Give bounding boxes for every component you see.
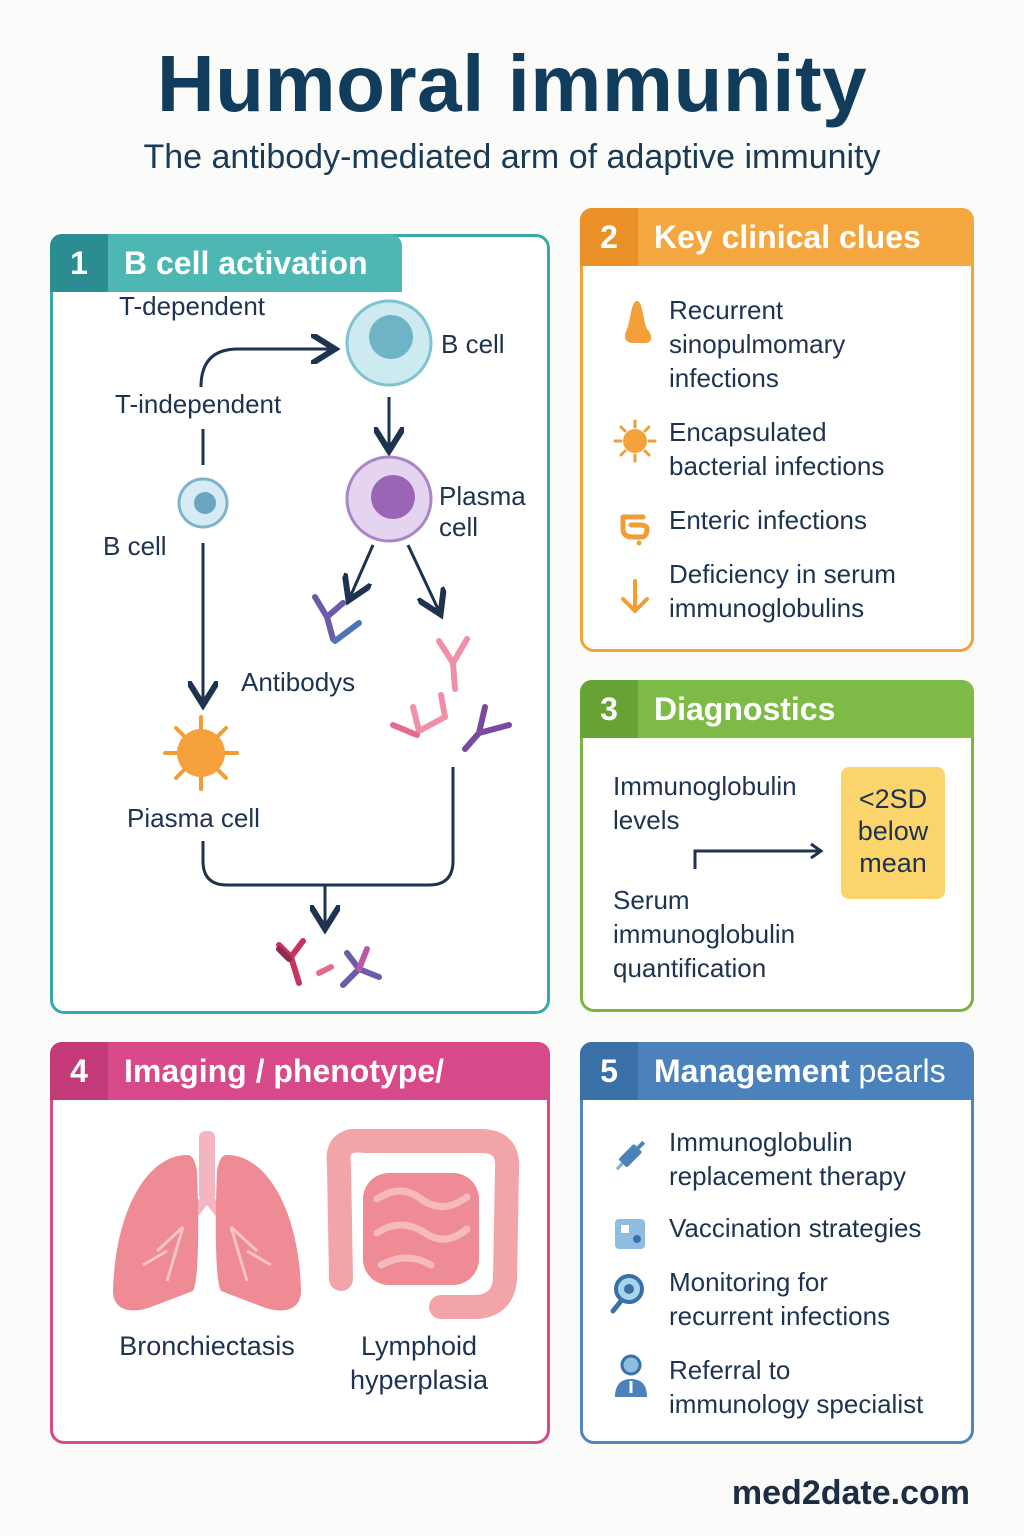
footer-site: med2date.com	[731, 1474, 970, 1512]
syringe-icon	[615, 1140, 646, 1171]
magnifier-icon	[610, 1274, 644, 1314]
bacteria-icon	[613, 419, 657, 463]
panel-5-heading: Management pearls	[638, 1053, 946, 1090]
antibody-bottom-2	[340, 946, 382, 988]
serum-quantification-label: Serum immunoglobulin quantification	[613, 885, 796, 983]
panel-4-heading: Imaging / phenotype/	[124, 1052, 445, 1089]
vaccine-icon	[615, 1219, 645, 1249]
clue-1-text: Recurrent sinopulmomary infections	[669, 295, 846, 393]
result-badge: <2SD below mean	[841, 767, 945, 899]
panel-2-header: 2 Key clinical clues	[580, 208, 974, 266]
antibodys-label: Antibodys	[241, 667, 356, 697]
t-independent-label: T-independent	[115, 389, 282, 419]
intestine-large-icon	[326, 1129, 520, 1319]
panel-5-number: 5	[580, 1042, 638, 1100]
panel-5-header: 5 Management pearls	[580, 1042, 974, 1100]
plasma-arrow-right	[406, 544, 438, 609]
t-dependent-arrow	[199, 349, 329, 388]
plasma-cell-label: Plasma cell	[439, 481, 526, 542]
b-cell-activation-diagram	[163, 299, 512, 988]
diagnostics-arrow	[693, 842, 824, 869]
panel-diagnostics: 3 Diagnostics Immunoglobulin levels Seru…	[580, 680, 974, 1012]
antibody-pink-3	[390, 722, 420, 738]
panel-key-clinical-clues: 2 Key clinical clues Recurrent sinopulmo…	[580, 208, 974, 652]
page-subtitle: The antibody-mediated arm of adaptive im…	[143, 138, 881, 176]
clue-4-text: Deficiency in serum immunoglobulins	[669, 559, 896, 623]
panel-4-number: 4	[50, 1042, 108, 1100]
panel-b-cell-activation: 1 B cell activation	[50, 234, 550, 1014]
bronchiectasis-label: Bronchiectasis	[119, 1331, 295, 1361]
antibody-purple-2	[462, 704, 512, 752]
panel-3-heading: Diagnostics	[654, 690, 836, 727]
panel-1-number: 1	[50, 234, 108, 292]
management-1-text: Immunoglobulin replacement therapy	[669, 1127, 907, 1191]
management-4-text: Referral to immunology specialist	[669, 1355, 924, 1419]
bacterium	[163, 715, 239, 791]
intestine-icon	[620, 514, 650, 546]
t-dependent-label: T-dependent	[119, 291, 266, 321]
bottom-connector	[201, 767, 455, 887]
panel-management-pearls: 5 Management pearls Immunoglobulin repla…	[580, 1042, 974, 1444]
clue-3-text: Enteric infections	[669, 505, 867, 535]
antibody-fragment	[316, 964, 334, 976]
panel-3-header: 3 Diagnostics	[580, 680, 974, 738]
b-cell-top-label: B cell	[441, 329, 505, 359]
management-3-text: Monitoring for recurrent infections	[669, 1267, 891, 1331]
management-2-text: Vaccination strategies	[669, 1213, 922, 1243]
panel-2-heading: Key clinical clues	[654, 218, 921, 255]
doctor-icon	[615, 1354, 647, 1397]
immunoglobulin-levels-label: Immunoglobulin levels	[613, 771, 797, 835]
plasma-arrow-left	[351, 544, 375, 595]
antibody-pink-2	[410, 692, 448, 734]
antibody-pink	[436, 636, 470, 692]
clue-2-text: Encapsulated bacterial infections	[669, 417, 885, 481]
down-arrow-icon	[621, 579, 649, 613]
panel-5-heading-main: Management	[654, 1052, 850, 1089]
antibody-bottom-1	[276, 938, 306, 986]
antibody-purple	[312, 594, 362, 644]
piasma-cell-label: Piasma cell	[127, 803, 260, 833]
panel-5-heading-rest: pearls	[858, 1052, 946, 1089]
panel-2-number: 2	[580, 208, 638, 266]
lungs-icon	[113, 1131, 301, 1311]
panel-4-header: 4 Imaging / phenotype/	[50, 1042, 550, 1100]
panel-1-header: 1 B cell activation	[50, 234, 402, 292]
page-title: Humoral immunity	[156, 39, 868, 128]
b-cell-left-label: B cell	[103, 531, 167, 561]
panel-imaging-phenotype: 4 Imaging / phenotype/ Bronchiectasis Ly…	[50, 1042, 550, 1444]
nose-icon	[625, 301, 652, 343]
lymphoid-hyperplasia-label: Lymphoid hyperplasia	[349, 1331, 489, 1395]
panel-3-number: 3	[580, 680, 638, 738]
panel-1-heading: B cell activation	[124, 244, 368, 281]
